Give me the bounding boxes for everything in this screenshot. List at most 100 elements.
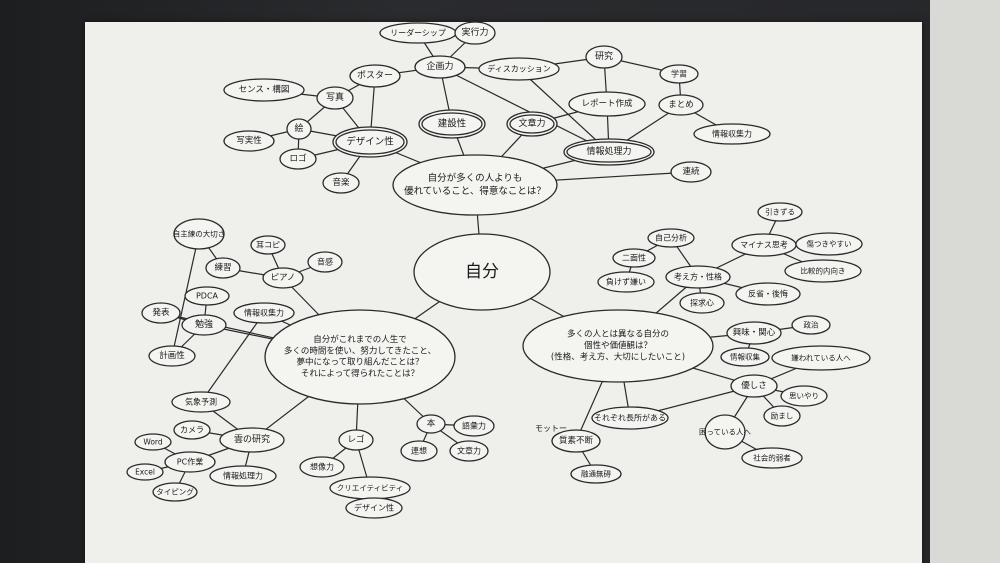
node-jiko: 自己分析	[647, 228, 695, 248]
node-leader: リーダーシップ	[379, 22, 457, 44]
edge-disc-joho_shori	[518, 68, 610, 153]
node-sorezore-label: それぞれ長所がある	[594, 413, 666, 423]
node-matome-outline	[658, 94, 704, 116]
node-renzoku-outline	[670, 161, 712, 183]
mindmap-nodes: 自分自分が多くの人よりも優れていること、得意なことは？自分がこれまでの人生で多く…	[126, 21, 871, 519]
node-benkyo-outline	[181, 314, 227, 336]
node-design1: デザイン性	[332, 126, 408, 158]
node-pc-label: PC作業	[177, 457, 203, 467]
node-joho_shori2: 情報処理力	[209, 465, 277, 487]
node-b2-label: 自分がこれまでの人生で	[313, 334, 407, 345]
node-b2-label: それによって得られたことは？	[301, 368, 419, 379]
node-b2: 自分がこれまでの人生で多くの時間を使い、努力してきたこと、夢中になって取り組んだ…	[264, 309, 456, 405]
node-onkan: 音感	[307, 251, 343, 273]
node-goi-outline	[453, 415, 495, 437]
node-komatte-label: 困っている人へ	[699, 428, 752, 437]
node-joho_shu-label: 情報収集力	[712, 129, 752, 139]
motto-note: モットー	[535, 424, 567, 433]
node-b3-label: 多くの人とは異なる自分の	[567, 329, 669, 340]
node-e: 絵	[286, 118, 312, 140]
node-makezu-label: 負けず嫌い	[606, 277, 646, 287]
node-shakai-outline	[741, 447, 803, 469]
node-b2-label: 多くの時間を使い、努力してきたこと、	[284, 345, 436, 356]
node-hon-label: 本	[427, 418, 436, 429]
node-piano-outline	[262, 267, 304, 289]
node-bunsho2-outline	[449, 440, 489, 462]
node-matome-label: まとめ	[668, 100, 694, 110]
node-logo2: レゴ	[338, 429, 374, 451]
node-joho_shu: 情報収集力	[693, 123, 771, 145]
node-logo2-outline	[338, 429, 374, 451]
node-joho_shori: 情報処理力	[563, 138, 655, 166]
node-typing: タイピング	[152, 482, 198, 502]
node-kangae-label: 考え方・性格	[674, 272, 722, 282]
node-tankyu-outline	[679, 292, 725, 314]
node-nimen: 二面性	[612, 248, 656, 268]
node-kikaku-outline	[414, 55, 466, 79]
node-benkyo: 勉強	[181, 314, 227, 336]
node-b3-label: (性格、考え方、大切にしたいこと)	[551, 351, 685, 362]
node-b1-outline	[392, 154, 558, 216]
node-joho_shu3-label: 情報収集	[730, 352, 760, 362]
node-word-outline	[134, 433, 172, 451]
node-komatte-outline	[704, 414, 746, 450]
node-logo-label: ロゴ	[289, 153, 306, 164]
node-typing-outline	[152, 482, 198, 502]
node-hansei-outline	[735, 282, 801, 306]
node-benkyo-label: 勉強	[195, 318, 213, 330]
node-omoiyari: 思いやり	[780, 385, 828, 407]
node-makezu-outline	[597, 271, 655, 293]
node-hikizuru-label: 引きずる	[765, 207, 795, 217]
node-design1-label: デザイン性	[346, 136, 394, 148]
node-bunsho1-inner-outline	[509, 114, 555, 134]
node-pc-outline	[164, 451, 216, 473]
node-b1-label: 優れていること、得意なことは？	[404, 185, 546, 197]
node-seiji-outline	[791, 315, 831, 335]
node-shashin-outline	[316, 86, 354, 110]
adjacent-paper	[930, 0, 1000, 563]
node-sense: センス・構図	[223, 78, 305, 102]
node-logo-outline	[279, 148, 317, 170]
node-shakai: 社会的弱者	[741, 447, 803, 469]
node-disc-outline	[478, 57, 560, 81]
node-kyomi-outline	[726, 321, 782, 345]
node-minus: マイナス思考	[731, 233, 797, 257]
node-kumo: 雲の研究	[219, 427, 285, 453]
node-shashin: 写真	[316, 86, 354, 110]
node-joho_shu-outline	[693, 123, 771, 145]
node-mimi-outline	[250, 235, 286, 255]
node-sozo: 想像力	[299, 456, 345, 478]
node-renzoku: 連続	[670, 161, 712, 183]
node-keikaku-label: 計画性	[159, 350, 185, 361]
node-creative-label: クリエイティビティ	[337, 484, 403, 493]
node-kumo_yosoku-label: 気象予測	[185, 397, 217, 407]
node-fuhen-outline	[551, 429, 601, 453]
node-bunsho1-label: 文章力	[518, 117, 545, 129]
node-pdca-label: PDCA	[196, 292, 219, 301]
node-poster-outline	[349, 64, 401, 88]
node-leader-label: リーダーシップ	[390, 28, 446, 38]
node-center-label: 自分	[465, 262, 499, 282]
edge-kikaku-joho_shori	[439, 66, 610, 153]
node-renso: 連想	[400, 440, 438, 462]
node-fuhen-label: 質素不断	[559, 435, 594, 446]
node-poster-label: ポスター	[357, 70, 393, 81]
node-ongaku-outline	[322, 172, 360, 194]
node-jiko-label: 自己分析	[655, 233, 687, 243]
node-kizu: 傷つきやすい	[795, 232, 863, 256]
node-yuzu: 融通無碍	[570, 464, 622, 484]
node-center-outline	[413, 233, 551, 311]
node-happyo: 発表	[141, 302, 181, 324]
node-seiji-label: 政治	[804, 320, 819, 330]
node-jishu-outline	[173, 218, 225, 250]
node-minus-label: マイナス思考	[740, 241, 788, 250]
node-piano: ピアノ	[262, 267, 304, 289]
node-jiko-outline	[647, 228, 695, 248]
node-uchimuki-label: 比較的内向き	[801, 266, 846, 276]
node-gakushu-outline	[659, 64, 699, 84]
node-omoiyari-outline	[780, 385, 828, 407]
node-nimen-outline	[612, 248, 656, 268]
node-piano-label: ピアノ	[271, 273, 296, 283]
edge-joho_shu2-kumo_yosoku	[200, 312, 265, 403]
node-shajitsu-label: 写実性	[236, 135, 262, 146]
